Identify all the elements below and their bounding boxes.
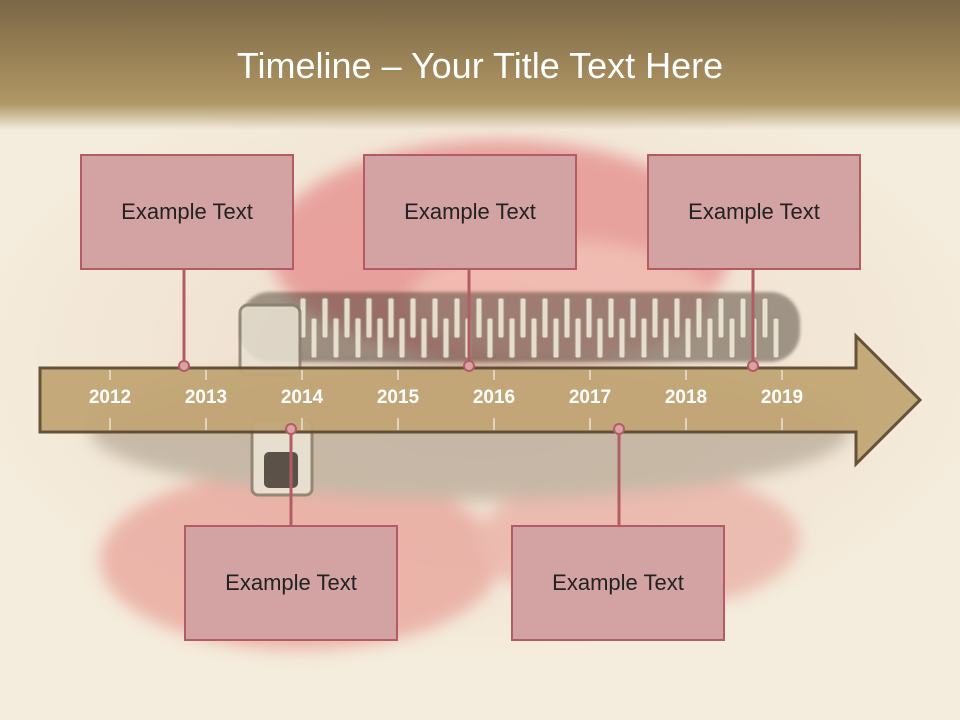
zipper-tooth — [673, 297, 681, 339]
zipper-tooth — [442, 317, 450, 359]
zipper-tooth — [321, 297, 329, 339]
event-label: Example Text — [688, 199, 820, 224]
year-label: 2014 — [281, 387, 324, 408]
zipper-tooth — [365, 297, 373, 339]
year-label: 2019 — [761, 387, 803, 408]
zipper-tooth — [387, 297, 395, 339]
zipper-tooth — [310, 317, 318, 359]
zipper-tooth — [332, 317, 340, 359]
zipper-tooth — [354, 317, 362, 359]
zipper-tooth — [629, 297, 637, 339]
zipper-tooth — [475, 297, 483, 339]
zipper-tooth — [651, 297, 659, 339]
zipper-tooth — [640, 317, 648, 359]
year-label: 2013 — [185, 387, 227, 408]
zipper-tooth — [739, 297, 747, 339]
event-marker-dot-3 — [463, 360, 475, 372]
timeline-arrow — [38, 332, 923, 468]
zipper-tooth — [618, 317, 626, 359]
zipper-tooth — [431, 297, 439, 339]
zipper-tooth — [508, 317, 516, 359]
slide-title: Timeline – Your Title Text Here — [236, 45, 724, 86]
year-label: 2015 — [377, 387, 420, 408]
zipper-tooth — [552, 317, 560, 359]
year-label: 2018 — [665, 387, 707, 408]
zipper-tooth — [541, 297, 549, 339]
event-box-4: Example Text — [511, 525, 725, 641]
zipper-tooth — [519, 297, 527, 339]
zipper-tooth — [706, 317, 714, 359]
zipper-tooth — [376, 317, 384, 359]
year-label: 2012 — [89, 387, 131, 408]
zipper-tooth — [420, 317, 428, 359]
zipper-tooth — [409, 297, 417, 339]
zipper-tooth — [717, 297, 725, 339]
event-box-1: Example Text — [80, 154, 294, 270]
event-box-5: Example Text — [647, 154, 861, 270]
event-label: Example Text — [552, 570, 684, 595]
event-label: Example Text — [404, 199, 536, 224]
zipper-tooth — [486, 317, 494, 359]
zipper-tooth — [772, 317, 780, 359]
zipper-tooth — [574, 317, 582, 359]
zipper-tooth — [453, 297, 461, 339]
zipper-tooth — [684, 317, 692, 359]
zipper-tooth — [728, 317, 736, 359]
event-marker-dot-1 — [178, 360, 190, 372]
zipper-tooth — [343, 297, 351, 339]
zipper-tooth — [695, 297, 703, 339]
zipper-tooth — [398, 317, 406, 359]
event-box-2: Example Text — [184, 525, 398, 641]
event-label: Example Text — [225, 570, 357, 595]
title-bar — [0, 0, 960, 130]
zipper-tooth — [585, 297, 593, 339]
year-label: 2017 — [569, 387, 611, 408]
year-label: 2016 — [473, 387, 515, 408]
event-marker-dot-4 — [613, 423, 625, 435]
zipper-tooth — [497, 297, 505, 339]
zipper-tooth — [761, 297, 769, 339]
event-marker-dot-2 — [285, 423, 297, 435]
zipper-tooth — [563, 297, 571, 339]
zipper-tooth — [530, 317, 538, 359]
zipper-pull-tab-graphic — [238, 303, 314, 497]
event-box-3: Example Text — [363, 154, 577, 270]
zipper-tooth — [596, 317, 604, 359]
event-label: Example Text — [121, 199, 253, 224]
zipper-tooth — [662, 317, 670, 359]
zipper-tooth — [607, 297, 615, 339]
event-marker-dot-5 — [747, 360, 759, 372]
